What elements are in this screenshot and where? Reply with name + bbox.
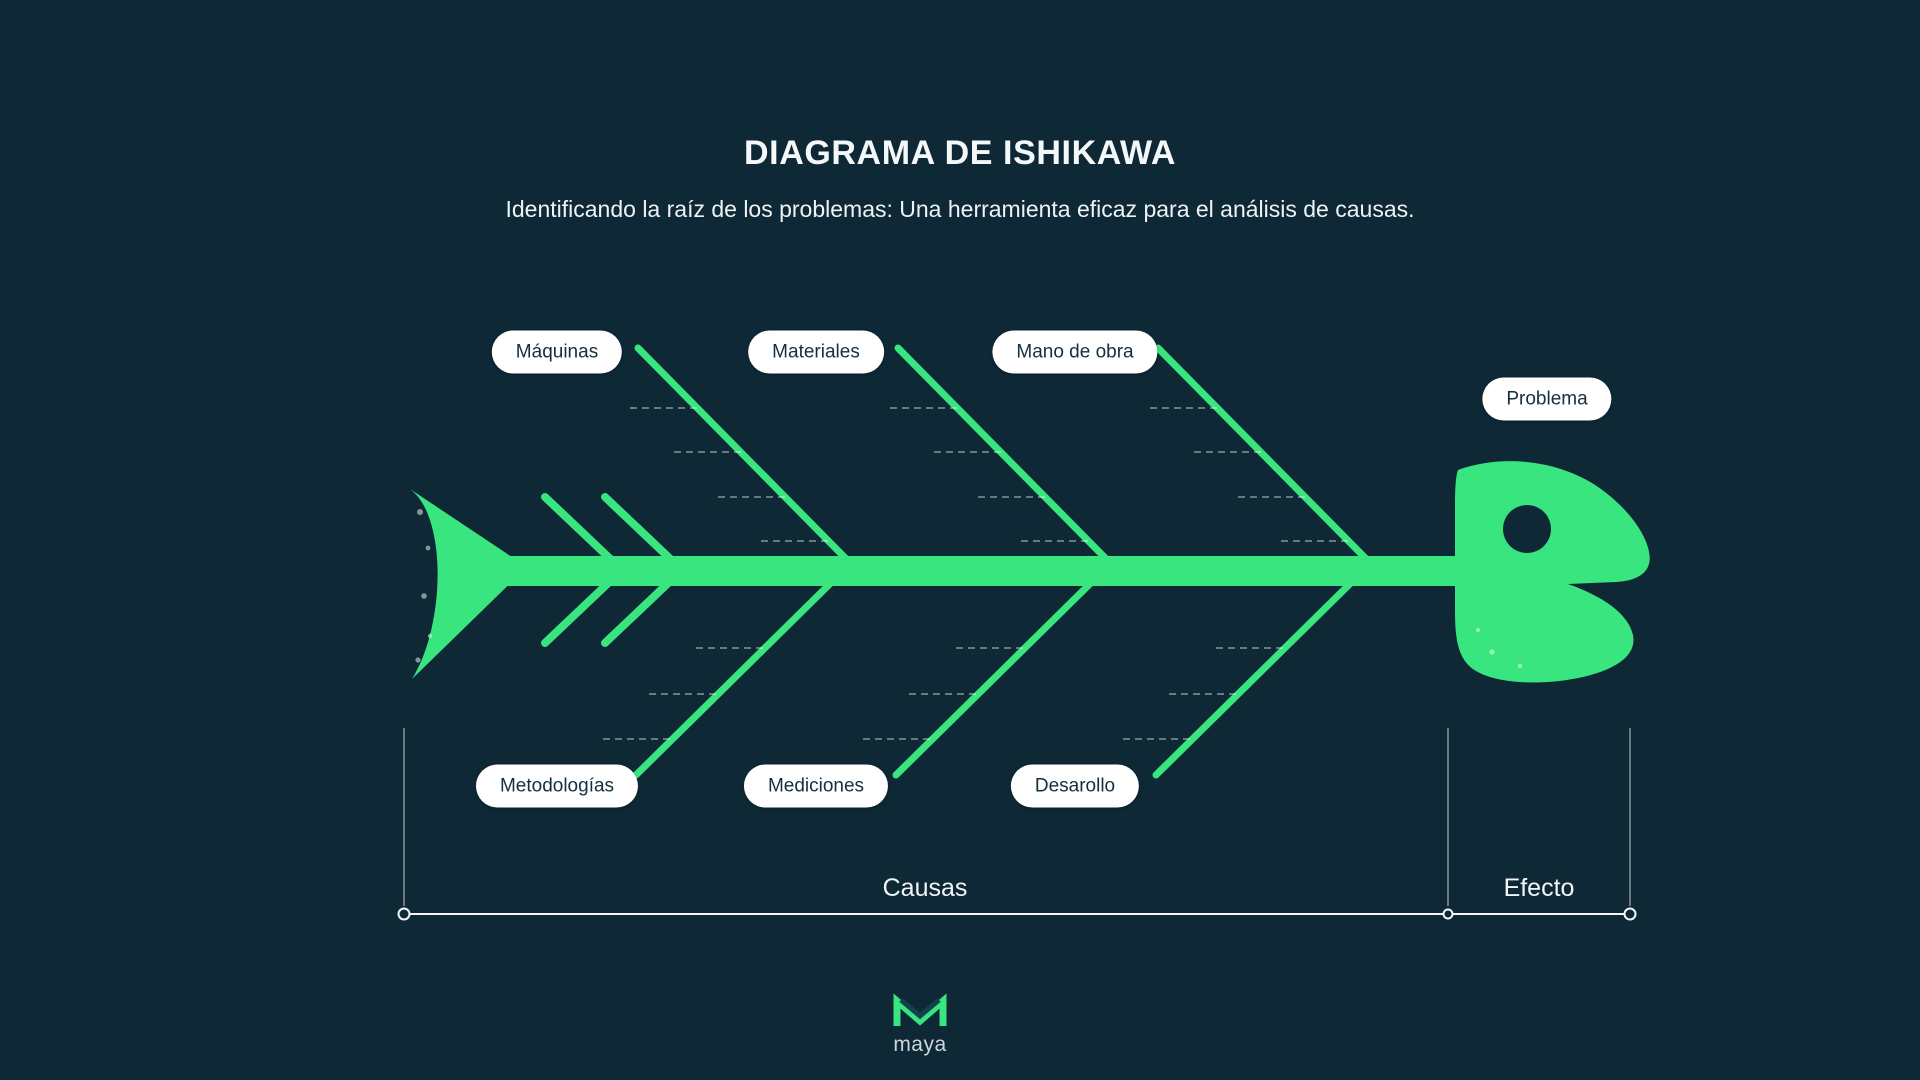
bone-bottom-2 [892, 564, 1110, 779]
cause-pill-mediciones: Mediciones [743, 764, 889, 808]
tail-rib-2 [601, 493, 686, 647]
head-speckles [1476, 628, 1523, 669]
bone-top-2 [894, 344, 1126, 579]
fish-eye [1503, 505, 1551, 553]
bone-bottom-3 [1152, 564, 1370, 779]
effect-range-label: Efecto [1503, 874, 1575, 902]
bracket-endpoint-right [1623, 907, 1637, 921]
bone-bottom-1 [632, 564, 850, 779]
brand-name: maya [893, 1033, 947, 1056]
cause-pill-desarollo: Desarollo [1010, 764, 1140, 808]
causes-range-label: Causas [882, 874, 968, 902]
tail-speckles [415, 509, 433, 663]
fish-tail [410, 489, 527, 679]
maya-logo-icon [893, 993, 947, 1026]
cause-pill-mano-de-obra: Mano de obra [992, 330, 1158, 374]
bracket-midpoint [1442, 908, 1454, 920]
cause-pill-metodologias: Metodologías [475, 764, 639, 808]
ticks-bone-top-1 [630, 407, 831, 542]
cause-pill-maquinas: Máquinas [491, 330, 623, 374]
ticks-bone-top-2 [890, 407, 1091, 542]
effect-pill-problema: Problema [1482, 377, 1612, 421]
fish-head [1455, 461, 1650, 683]
cause-pill-materiales: Materiales [748, 330, 884, 374]
ticks-bone-top-3 [1150, 407, 1351, 542]
bracket-endpoint-left [397, 907, 411, 921]
bone-top-3 [1154, 344, 1386, 579]
bone-top-1 [634, 344, 866, 579]
tail-rib-1 [541, 493, 626, 647]
page-subtitle: Identificando la raíz de los problemas: … [505, 196, 1415, 222]
brand-logo: maya [892, 992, 948, 1057]
page-title: DIAGRAMA DE ISHIKAWA [744, 134, 1176, 172]
